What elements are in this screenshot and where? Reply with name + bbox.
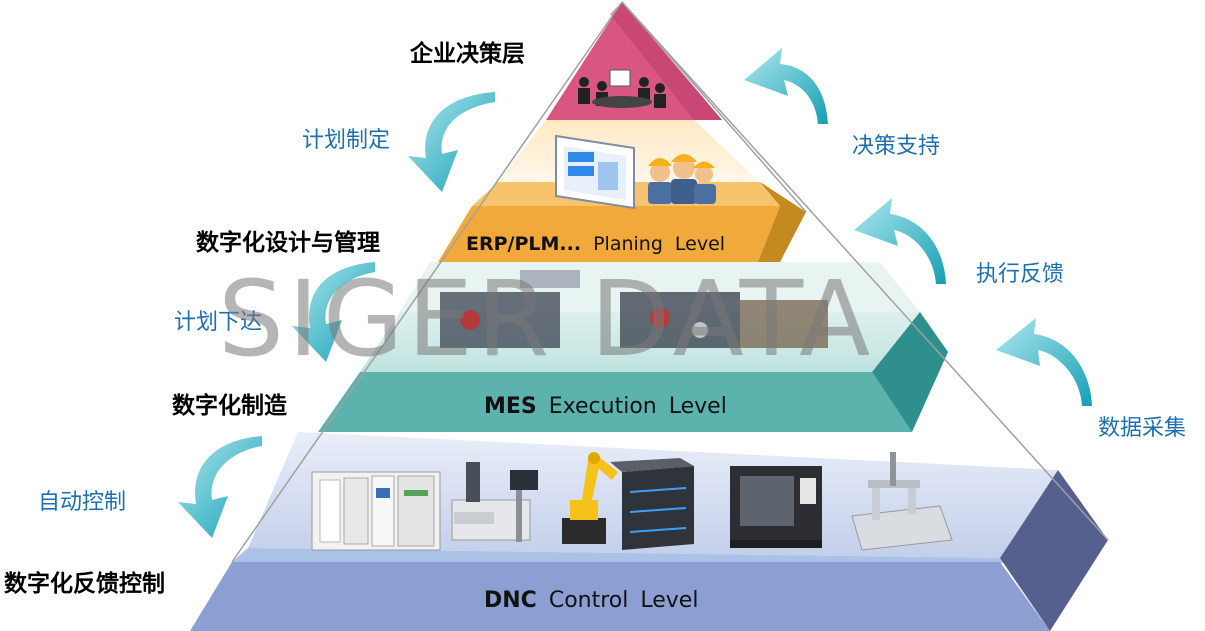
down-flow-label-2: 计划下达 — [174, 310, 263, 335]
erp-front-face — [438, 206, 780, 262]
up-arrow-3-icon — [996, 318, 1092, 406]
down-flow-label-3: 自动控制 — [38, 490, 127, 515]
up-arrow-1-icon — [744, 48, 828, 124]
dnc-title-word-1: Control — [548, 588, 629, 613]
server-icon — [610, 458, 694, 550]
computer-monitor-icon — [555, 134, 635, 210]
up-flow-label-3: 数据采集 — [1098, 416, 1187, 441]
erp-title-word-1: Planing — [593, 233, 663, 255]
mes-level-label: 数字化制造 — [172, 393, 287, 419]
mes-title-word-1: Execution — [548, 394, 657, 419]
mes-title-word-2: Level — [668, 394, 727, 419]
dnc-title-word-2: Level — [640, 588, 699, 613]
dnc-equipment — [311, 452, 953, 551]
down-arrow-1-icon — [408, 92, 495, 192]
down-arrow-3-icon — [178, 436, 262, 538]
up-flow-label-1: 决策支持 — [852, 134, 941, 159]
pyramid-frame — [231, 1, 1109, 563]
meeting-icon — [578, 69, 666, 108]
cnc-machine-icon — [730, 466, 822, 548]
top-level-label: 企业决策层 — [410, 41, 525, 67]
dnc-level-label: 数字化反馈控制 — [4, 571, 165, 597]
plc-rack-icon — [311, 471, 441, 551]
dnc-title-bold: DNC — [484, 588, 537, 613]
engineers-icon — [648, 154, 716, 204]
dnc-level-title: DNC Control Level — [484, 588, 698, 613]
up-flow-label-2: 执行反馈 — [976, 262, 1065, 287]
erp-illustration — [555, 134, 716, 210]
industrial-robot-icon — [562, 452, 618, 544]
down-flow-label-1: 计划制定 — [302, 128, 391, 153]
dnc-front-face — [190, 562, 1050, 631]
measuring-machine-icon — [451, 462, 538, 542]
mes-title-bold: MES — [484, 394, 537, 419]
erp-level-title: ERP/PLM... Planing Level — [466, 233, 725, 255]
down-arrow-2-icon — [292, 262, 375, 362]
erp-title-bold: ERP/PLM... — [466, 233, 582, 255]
mes-level-title: MES Execution Level — [484, 394, 727, 419]
up-arrow-2-icon — [854, 198, 946, 284]
erp-level-label: 数字化设计与管理 — [196, 230, 380, 256]
erp-title-word-2: Level — [674, 233, 726, 255]
mes-front-face — [318, 372, 912, 432]
mes-production-line — [440, 270, 828, 348]
gantry-cmm-icon — [851, 452, 953, 551]
